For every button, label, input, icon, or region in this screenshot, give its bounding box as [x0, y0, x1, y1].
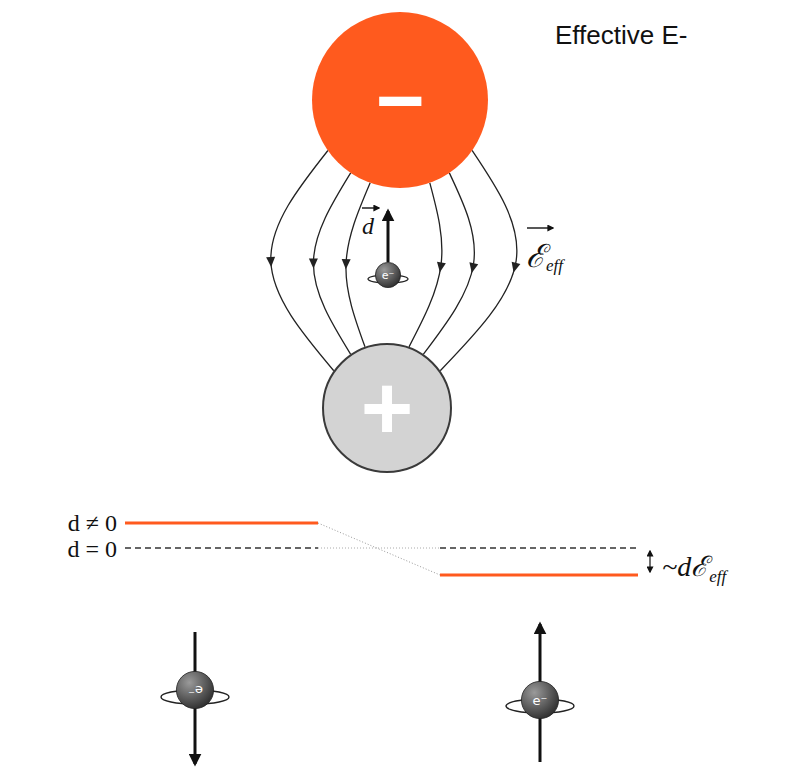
field-line-path: [313, 173, 350, 354]
circle-shape: [375, 262, 400, 287]
arrowhead: [467, 262, 478, 274]
subscript: eff: [546, 256, 563, 276]
field-line-path: [346, 183, 370, 347]
spin-arrow: [539, 624, 542, 682]
vector-mark: [527, 227, 553, 228]
field-line: [266, 150, 334, 370]
field-line: [309, 173, 351, 354]
symbol: d: [362, 213, 374, 240]
field-line: [341, 183, 370, 347]
level-label: d = 0: [67, 536, 117, 563]
arrowhead: [341, 259, 350, 269]
energy-level: [125, 522, 318, 525]
vector-mark: [362, 207, 379, 208]
circle-shape: [521, 681, 558, 718]
field-line: [423, 173, 478, 354]
circle-shape: [176, 671, 213, 708]
field-line-path: [440, 150, 517, 370]
electron: e⁻: [521, 681, 559, 719]
guide-line: [318, 548, 440, 549]
spin-axis: [194, 632, 197, 672]
spin-arrow: [194, 708, 197, 764]
splitting-arrow: [649, 551, 650, 572]
arrowhead: [435, 262, 445, 273]
charge-circle: +: [322, 343, 452, 473]
charge-circle: −: [312, 12, 488, 188]
title: Effective E-: [555, 20, 687, 51]
field-line-path: [409, 183, 442, 347]
field-line: [409, 183, 446, 347]
spin-axis: [539, 718, 542, 762]
node-text: e⁻: [382, 269, 395, 282]
level-label: d ≠ 0: [68, 510, 117, 537]
electron: e⁻: [375, 262, 401, 288]
symbol: ~dℰ: [662, 546, 708, 584]
symbol: ℰ: [526, 233, 545, 276]
field-line: [440, 150, 520, 370]
arrowhead: [509, 262, 520, 274]
energy-level: [125, 547, 318, 549]
circle-shape: [312, 12, 488, 188]
circle-shape: [323, 344, 451, 472]
node-text: e⁻: [188, 683, 203, 698]
energy-level: [440, 547, 640, 549]
guide-line: [318, 523, 440, 575]
node-text: e⁻: [533, 693, 548, 708]
field-line-path: [271, 150, 334, 370]
node-text: +: [361, 357, 414, 460]
node-text: −: [375, 52, 424, 149]
dipole-arrow: [387, 211, 390, 262]
arrowhead: [266, 257, 276, 267]
electron: e⁻: [176, 671, 214, 709]
subscript: eff: [709, 567, 726, 587]
energy-level: [440, 574, 638, 577]
field-line-path: [423, 173, 474, 354]
arrowhead: [309, 258, 318, 268]
